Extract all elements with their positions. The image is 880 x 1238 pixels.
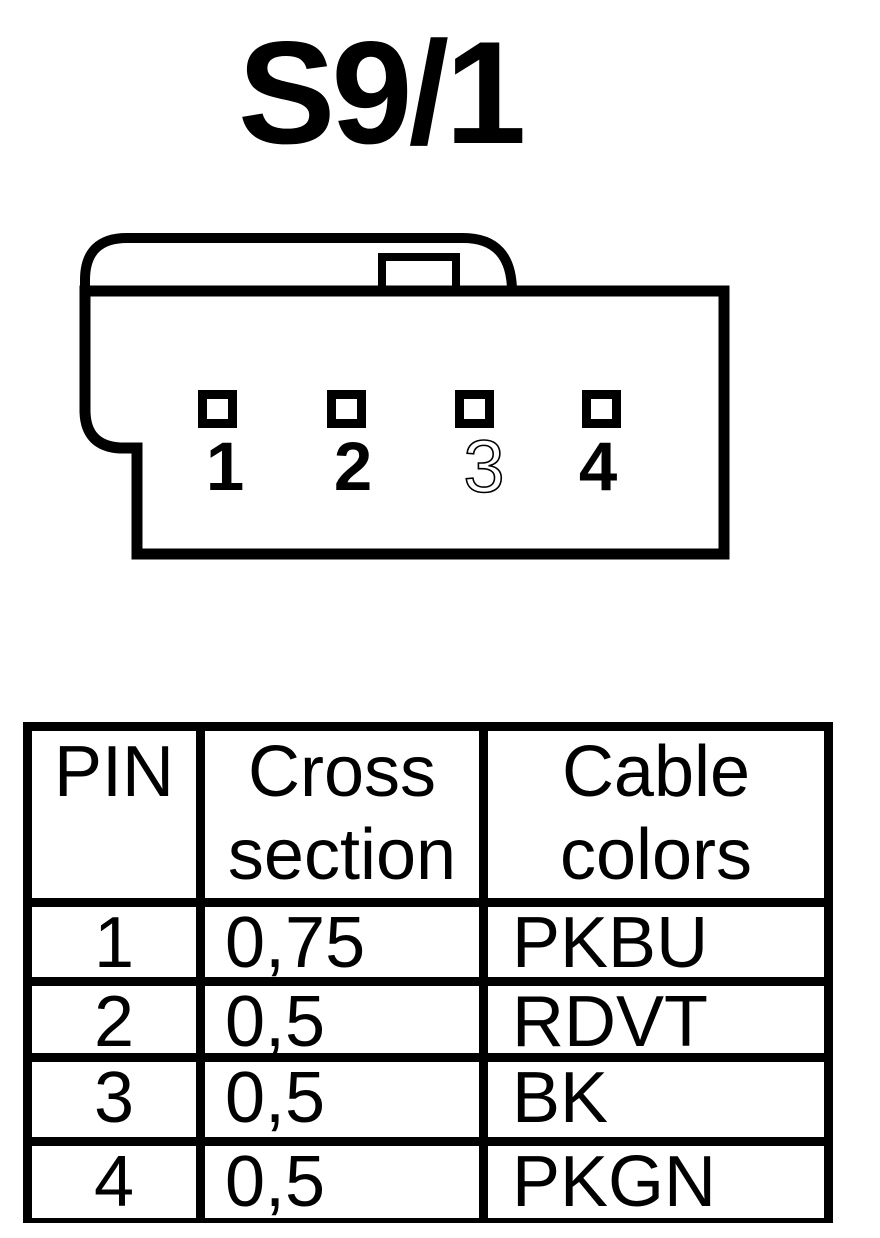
cell-row2-pin: 2 [32,986,196,1058]
connector-shell [80,233,517,293]
pin-table: PIN Cross section Cable colors 1 0,75 PK… [23,722,833,1223]
cell-row4-pin: 4 [32,1146,196,1218]
pin-3-label: 3 [463,425,504,508]
cell-row3-cross: 0,5 [205,1062,479,1137]
cell-row4-color: PKGN [488,1146,824,1218]
pin-2-slot [327,390,366,428]
pin-1-label: 1 [206,428,244,505]
col-header-pin: PIN [32,731,196,898]
pin-4-slot [582,390,621,428]
connector-title: S9/1 [238,11,526,174]
connector-diagram: 1 2 3 4 [79,233,730,560]
cell-row2-cross: 0,5 [205,986,479,1058]
connector-body [79,285,730,560]
pin-2-label: 2 [334,428,372,505]
pin-3-slot [455,390,494,428]
cell-row1-color: PKBU [488,907,824,979]
cell-row3-pin: 3 [32,1062,196,1137]
cell-row4-cross: 0,5 [205,1146,479,1218]
pin-1-slot [198,390,237,428]
cell-row2-color: RDVT [488,986,824,1058]
col-header-cross-section: Cross section [205,731,479,898]
cell-row1-cross: 0,75 [205,907,479,979]
connector-keying-tab [378,253,460,290]
cell-row1-pin: 1 [32,907,196,979]
col-header-cable-colors: Cable colors [488,731,824,898]
cell-row3-color: BK [488,1062,824,1137]
pin-4-label: 4 [579,428,617,505]
